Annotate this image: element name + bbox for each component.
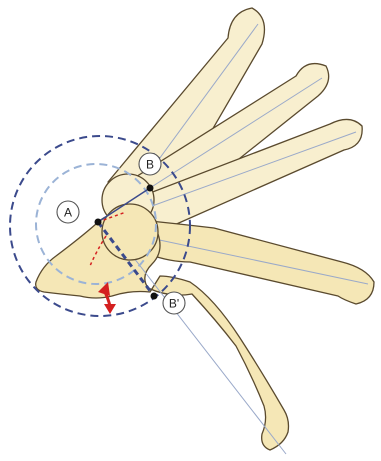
point-b-prime (151, 293, 158, 300)
label-b: B (139, 153, 161, 175)
label-b-prime-text: B' (169, 297, 179, 311)
point-b (147, 185, 154, 192)
label-a: A (57, 201, 79, 223)
label-b-text: B (146, 158, 154, 172)
point-a (95, 219, 102, 226)
label-a-text: A (64, 206, 72, 220)
label-b-prime: B' (163, 292, 185, 314)
